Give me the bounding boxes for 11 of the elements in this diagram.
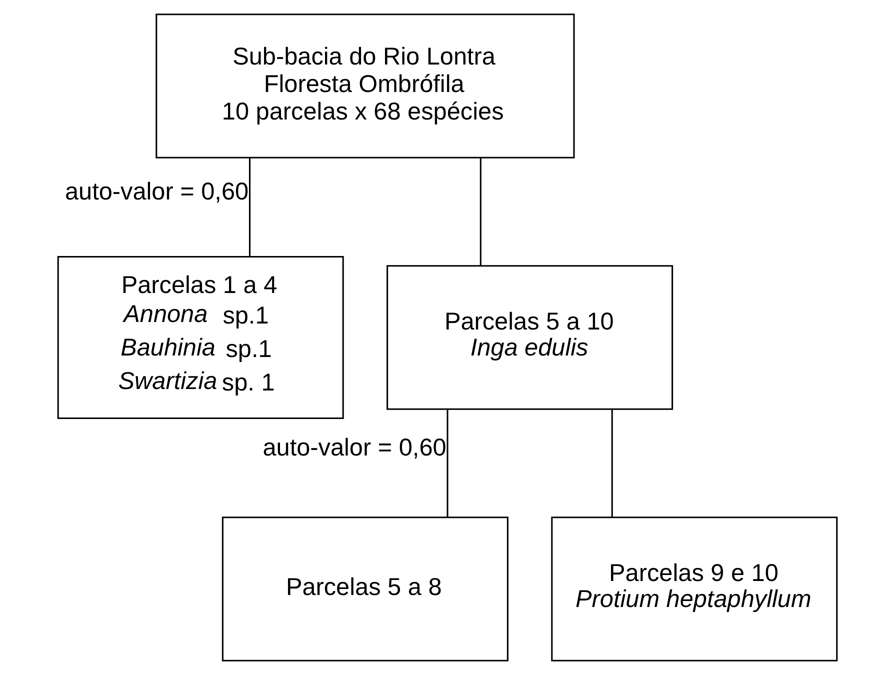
node-box: Sub-bacia do Rio Lontra Floresta Ombrófila 10 parcelas x 68 espécies (156, 14, 575, 158)
edge-label: auto-valor = 0,60 (262, 434, 446, 462)
connector (248, 158, 251, 257)
node-box: Parcelas 5 a 8 (222, 516, 508, 662)
node-box: Parcelas 5 a 10 Inga edulis (386, 265, 674, 410)
connector (446, 410, 448, 518)
edge-label: auto-valor = 0,60 (64, 178, 249, 206)
connector (480, 158, 482, 266)
node-box: Parcelas 1 a 4 Annona sp.1 Bauhinia sp.1 Swartizia sp. 1 (57, 256, 344, 420)
node-box: Parcelas 9 e 10 Protium heptaphyllum (551, 516, 838, 662)
connector (611, 410, 613, 518)
